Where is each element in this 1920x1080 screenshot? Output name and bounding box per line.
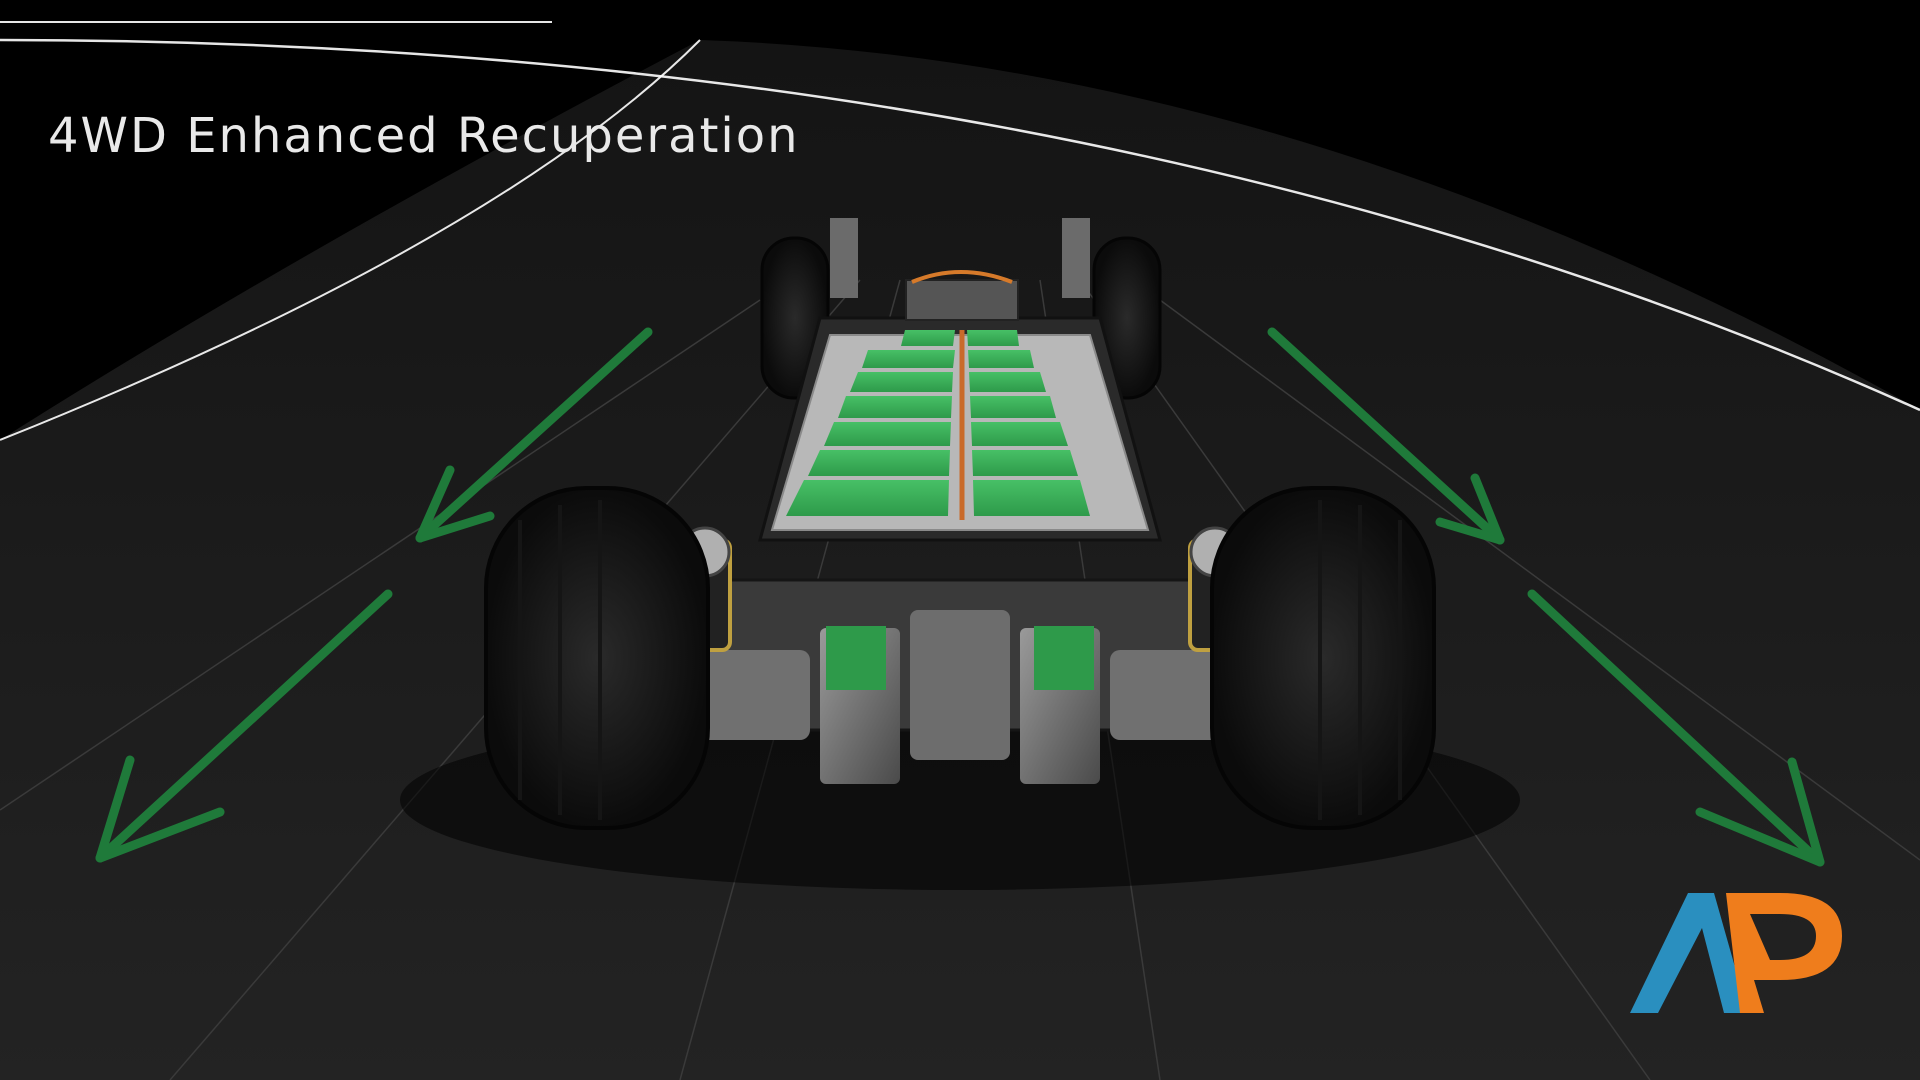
green-downward-arrow	[95, 327, 1825, 867]
overlay-title: 4WD Enhanced Recuperation	[48, 108, 800, 164]
battery-cells	[786, 330, 1090, 516]
logo-letter-a	[1630, 893, 1748, 1013]
road-edge-left	[0, 39, 701, 441]
road-edge-right	[0, 38, 1920, 412]
front-wheels	[484, 486, 1436, 830]
front-drive-unit	[648, 578, 1272, 784]
rear-drive-unit	[905, 270, 1019, 321]
logo-letter-p	[1726, 893, 1842, 1013]
ap-logo	[1630, 893, 1842, 1013]
